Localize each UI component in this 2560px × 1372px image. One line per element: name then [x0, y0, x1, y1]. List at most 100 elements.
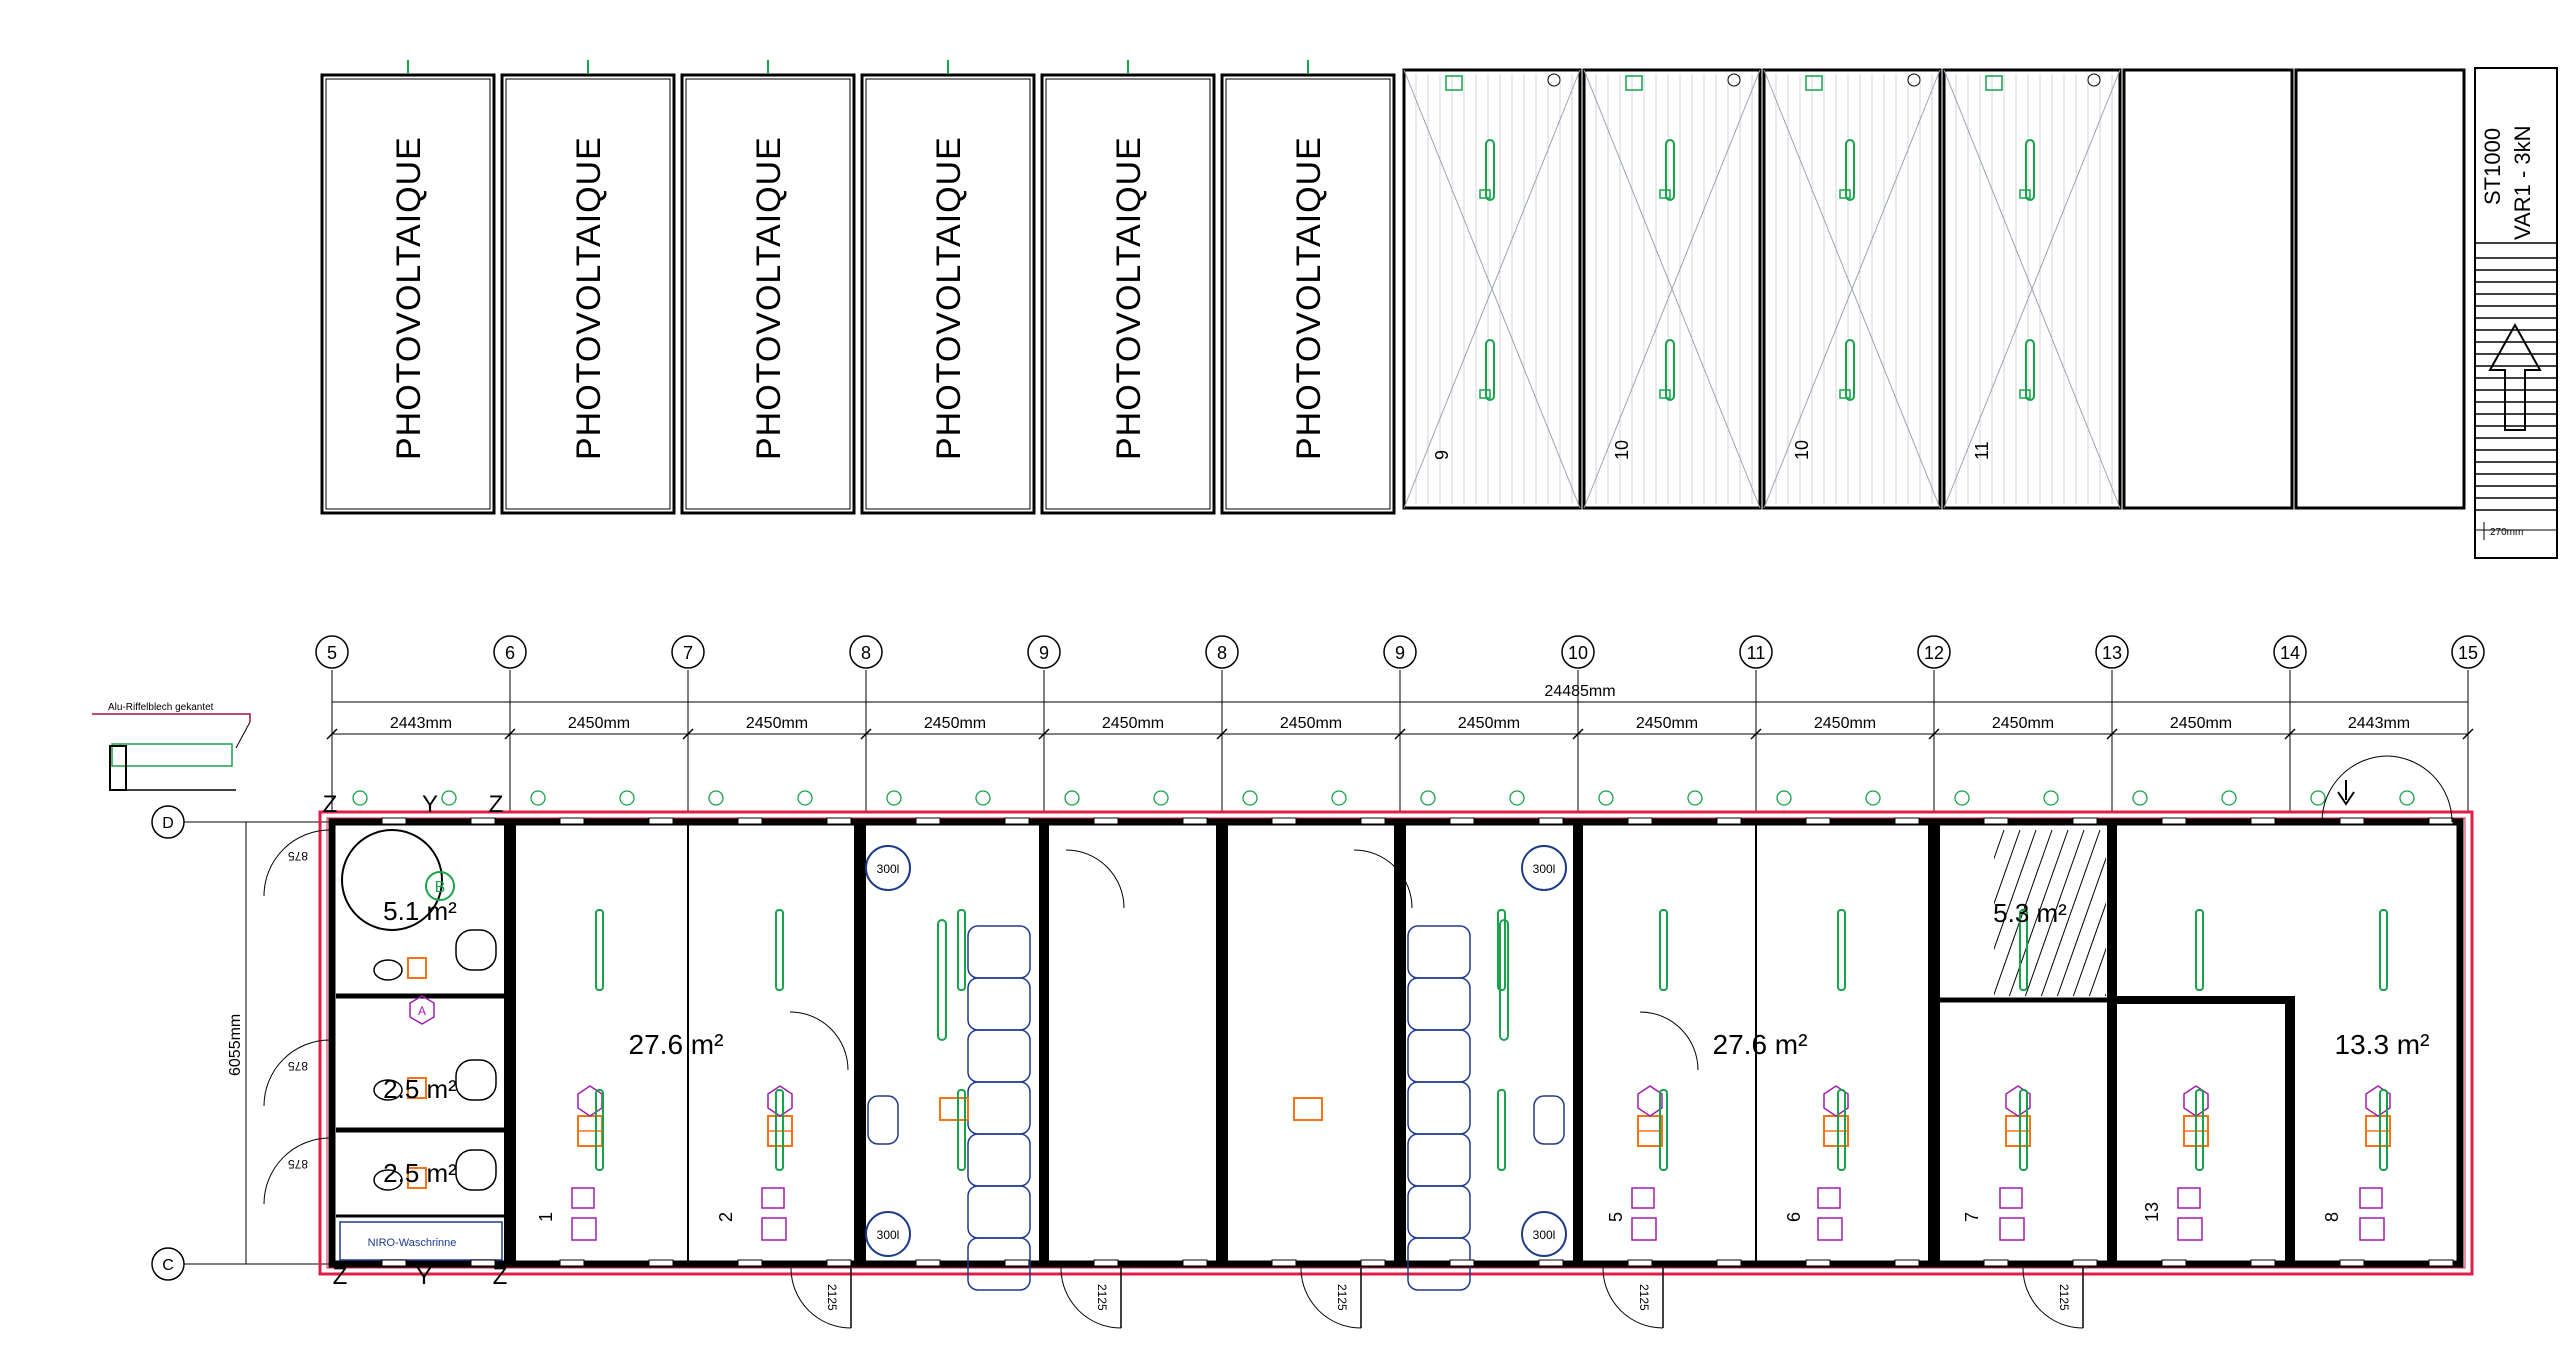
window-frame: [1449, 1259, 1475, 1267]
locker: [1407, 925, 1471, 979]
roof-light-strip: [1845, 339, 1855, 401]
door-swing: [1639, 1011, 1699, 1071]
building-outline: [318, 810, 2474, 1276]
door-swing: [263, 829, 331, 897]
table: [939, 1097, 969, 1121]
heater: [2365, 1085, 2391, 1117]
locker: [967, 1029, 1031, 1083]
grid-axis-bubble: [2273, 635, 2307, 669]
window-frame: [2250, 1259, 2276, 1267]
outlet-symbol: [530, 790, 546, 806]
socket-box: [1999, 1187, 2023, 1209]
locker: [1407, 1185, 1471, 1239]
light-strip: [2379, 1089, 2388, 1171]
grid-axis-bubble: [1917, 635, 1951, 669]
outlet-symbol: [2221, 790, 2237, 806]
outlet-symbol: [1153, 790, 1169, 806]
locker: [967, 1133, 1031, 1187]
water-heater-label: 300l: [877, 1228, 900, 1242]
grid-axis-bubble: [493, 635, 527, 669]
entry-arrow: [2337, 780, 2355, 806]
pv-panel: [1040, 73, 1216, 515]
grid-axis-bubble: [315, 635, 349, 669]
socket-box: [1817, 1187, 1841, 1209]
wc-bowl: [455, 1149, 497, 1191]
light-strip: [1497, 909, 1506, 991]
wc-bowl: [455, 929, 497, 971]
window-frame: [1805, 1259, 1831, 1267]
window-frame: [1360, 1259, 1386, 1267]
door-swing: [1353, 849, 1413, 909]
bay-dimension: 2450mm: [2170, 715, 2232, 732]
roof-light-strip: [2025, 339, 2035, 401]
wc: [373, 1079, 403, 1101]
roof-light-strip: [2025, 139, 2035, 201]
light-strip: [1837, 1089, 1846, 1171]
window-frame: [737, 1259, 763, 1267]
section-mark: Z: [333, 1263, 348, 1290]
window-frame: [1538, 1259, 1564, 1267]
grid-axis-label: 11: [1747, 643, 1766, 663]
outlet-symbol: [797, 790, 813, 806]
grid-axis-label: 10: [1568, 643, 1588, 663]
locker: [1407, 1133, 1471, 1187]
window-frame: [1182, 817, 1208, 825]
shower: [341, 829, 443, 931]
building-outline-inner: [326, 817, 2466, 1269]
grid-axis-label: 9: [1395, 643, 1405, 663]
sink-trough: [339, 1221, 503, 1261]
stair-label-1: ST1000: [2480, 128, 2505, 205]
stair-up-arrow: [2488, 322, 2542, 431]
roof-panel: [1582, 68, 1762, 510]
window-frame: [559, 817, 585, 825]
bay-dimension: 2450mm: [568, 715, 630, 732]
window-frame: [559, 1259, 585, 1267]
room-area-label: 2.5 m²: [383, 1158, 457, 1188]
grid-axis-bubble: [1205, 635, 1239, 669]
roof-panel-number: 10: [1792, 440, 1812, 460]
window-frame: [1093, 817, 1119, 825]
door-swing: [789, 1011, 849, 1071]
grid-axis-bubble: [2095, 635, 2129, 669]
section-mark: Y: [422, 791, 438, 818]
window-frame: [2250, 817, 2276, 825]
grid-axis-label: 12: [1924, 643, 1944, 663]
pv-panel-label: PHOTOVOLTAIQUE: [390, 136, 428, 460]
grid-axis-label: 6: [505, 643, 515, 663]
grid-axis-label: 14: [2280, 643, 2300, 663]
room-number: 13: [2142, 1202, 2162, 1222]
pv-panel: [680, 73, 856, 515]
locker: [967, 925, 1031, 979]
roof-light-strip: [1485, 139, 1495, 201]
grid-axis-label: 13: [2102, 643, 2122, 663]
interior-walls: [336, 822, 2295, 1264]
light-strip: [957, 909, 966, 991]
room-area-label: 5.3 m²: [1993, 898, 2067, 928]
window-frame: [1360, 817, 1386, 825]
roof-panel-number: 9: [1432, 450, 1452, 460]
door-swing: [2385, 755, 2453, 823]
heater: [767, 1085, 793, 1117]
outlet-symbol: [1509, 790, 1525, 806]
total-dimension: 24485mm: [1544, 683, 1615, 700]
outlet-symbol: [708, 790, 724, 806]
outlet-symbol: [975, 790, 991, 806]
bay-dimension: 2443mm: [2348, 715, 2410, 732]
heater: [2005, 1085, 2031, 1117]
grid-axis-label: 8: [861, 643, 871, 663]
pv-panel-label: PHOTOVOLTAIQUE: [1290, 136, 1328, 460]
outlet-symbol: [2043, 790, 2059, 806]
grid-row-label: D: [162, 815, 174, 832]
bay-dimension: 2450mm: [1458, 715, 1520, 732]
stair-label-2: VAR1 - 3kN: [2510, 125, 2535, 240]
window-frame: [1894, 817, 1920, 825]
window-frame: [1716, 1259, 1742, 1267]
window-frame: [1627, 817, 1653, 825]
window-frame: [826, 1259, 852, 1267]
roof-panel: [2122, 68, 2294, 510]
socket-box: [1631, 1217, 1657, 1241]
room-number: 5: [1606, 1212, 1626, 1222]
outlet-symbol: [886, 790, 902, 806]
